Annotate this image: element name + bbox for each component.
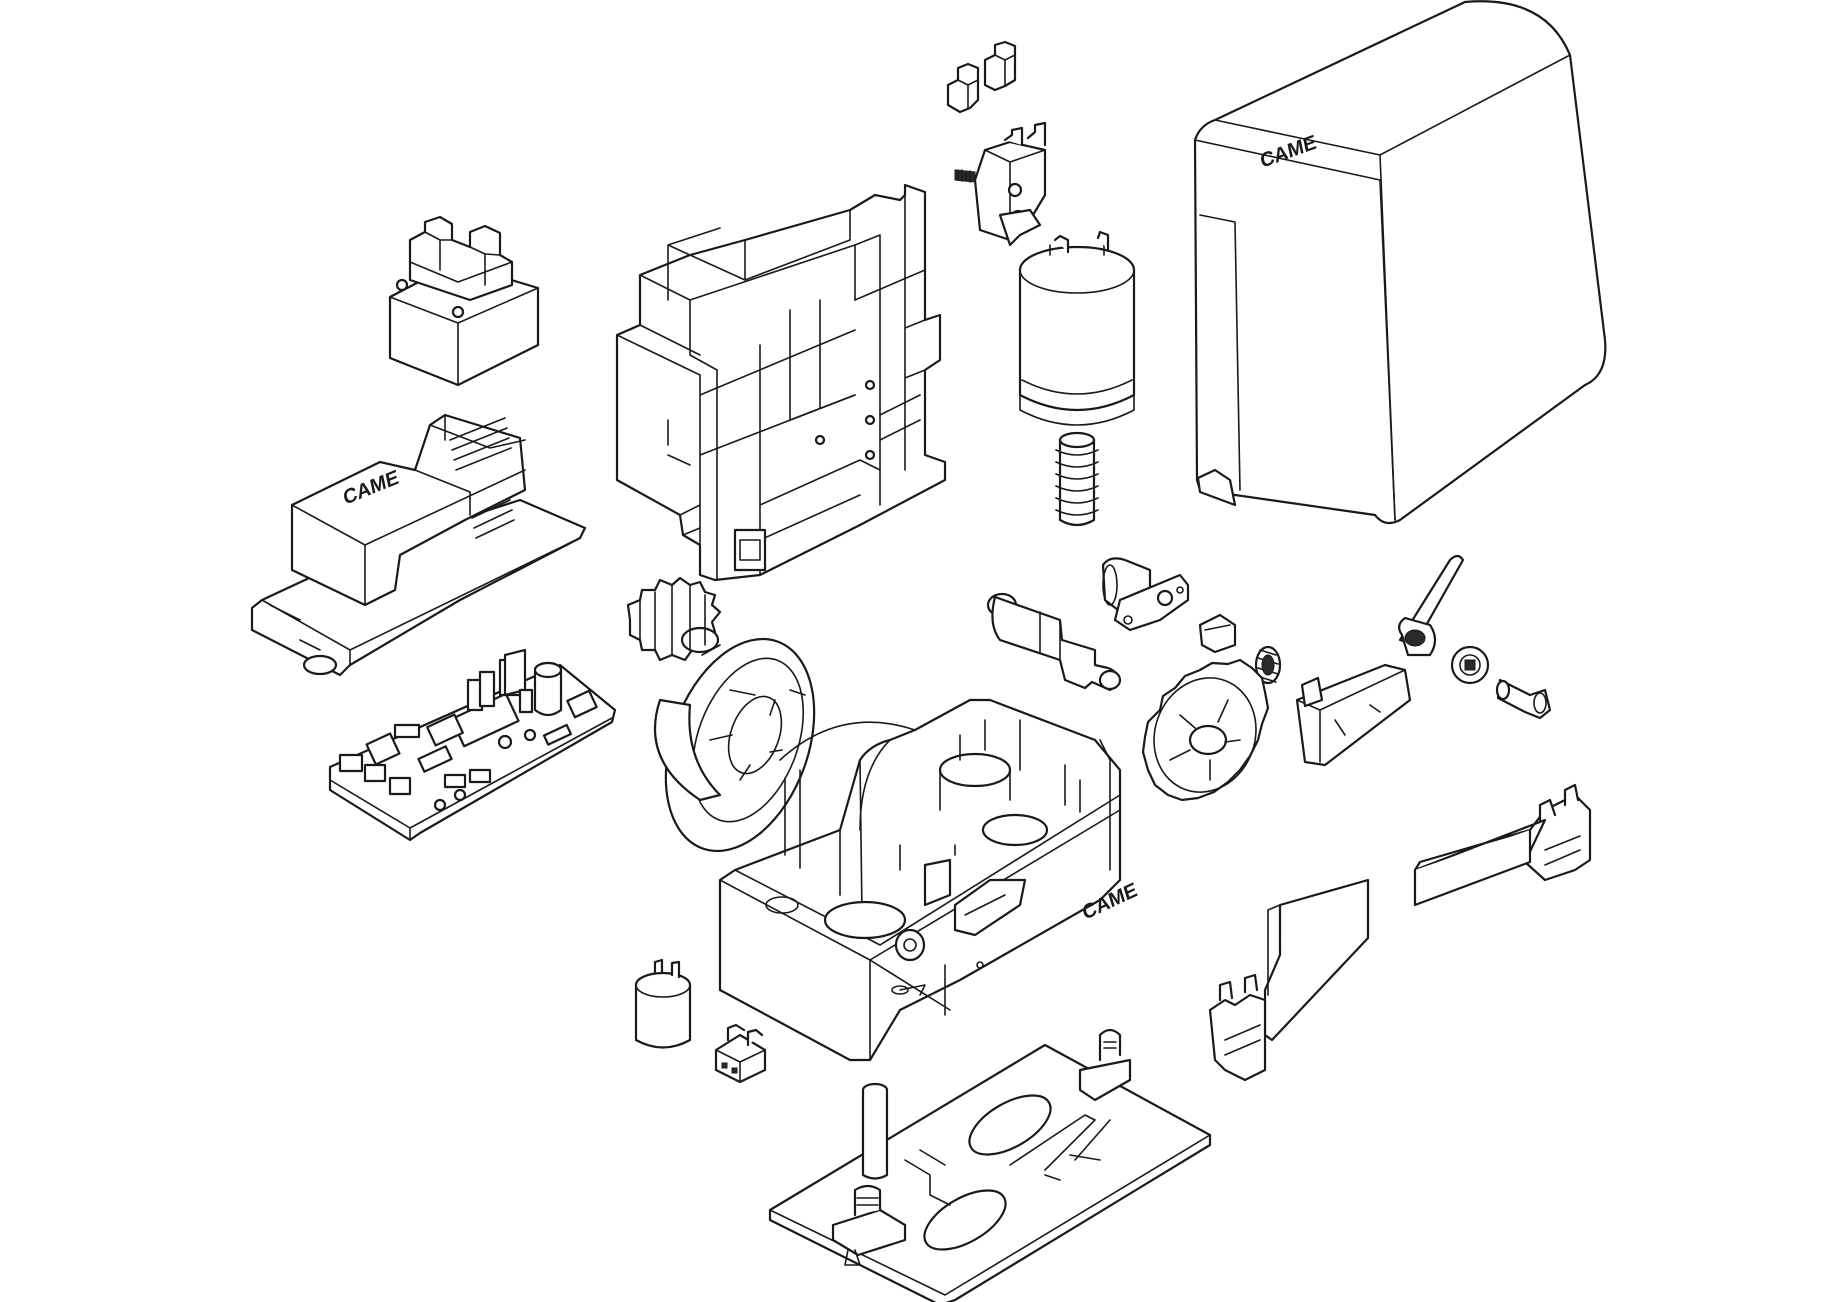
lock-key [1495, 678, 1552, 720]
transformer [388, 215, 540, 387]
mounting-frame [615, 183, 947, 582]
limit-switch-block [954, 121, 1047, 247]
board-components [338, 648, 598, 812]
release-lever-rod [1398, 554, 1465, 657]
release-cam [1198, 613, 1237, 654]
limit-switch-clips [946, 40, 1017, 114]
release-shaft [986, 592, 1122, 692]
motor [1018, 230, 1136, 527]
terminal-block [714, 1023, 767, 1084]
control-board-cover: CAME [250, 413, 587, 677]
base-plate [768, 1028, 1212, 1302]
pinion-gear [626, 576, 722, 662]
gear-disc-housing [653, 637, 816, 853]
release-bracket [1101, 557, 1190, 632]
lock-cylinder [1450, 645, 1490, 685]
release-spring [1254, 645, 1282, 685]
limit-lever-right [1413, 783, 1592, 907]
release-handle-plate [1295, 663, 1412, 767]
circuit-board [328, 648, 617, 842]
limit-lever-left [1208, 878, 1370, 1082]
drive-gear [1141, 658, 1270, 802]
gearbox-housing: CAME [718, 698, 1140, 1062]
capacitor [634, 958, 692, 1049]
cover-vent-slots [449, 417, 515, 539]
housing-cover: CAME [1193, 0, 1607, 525]
